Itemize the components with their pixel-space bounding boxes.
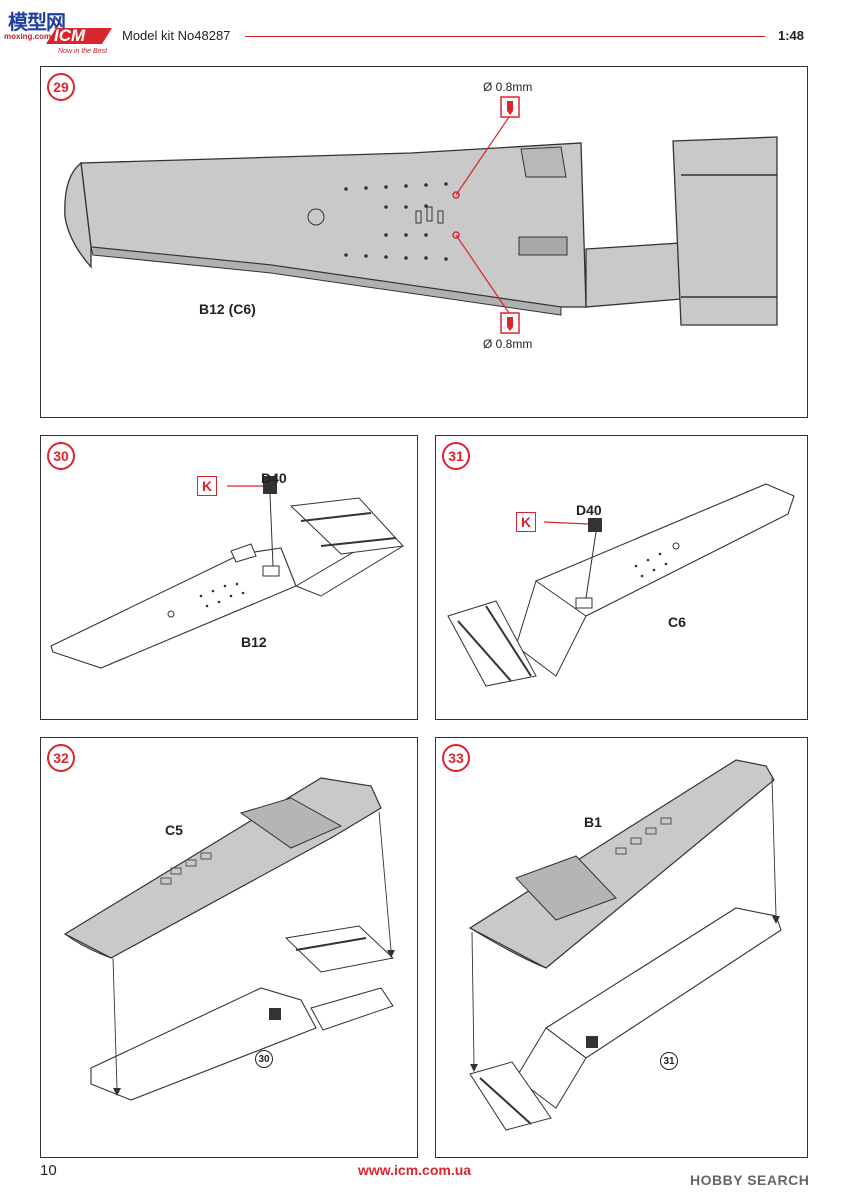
option-k-marker: K [197,476,217,496]
drill-bit-icon [500,312,520,334]
step-number-badge: 31 [442,442,470,470]
step-number-badge: 29 [47,73,75,101]
step-32-panel: 32 C5 30 [40,737,418,1158]
step-number-badge: 32 [47,744,75,772]
icm-logo-text: ICM [54,26,86,45]
drill-size-label: Ø 0.8mm [483,80,533,94]
header-rule [245,36,765,37]
part-label: C5 [165,822,183,838]
drill-bit-icon [500,96,520,118]
page-number: 10 [40,1162,57,1179]
kit-scale: 1:48 [778,28,805,43]
step-31-panel: 31 K D40 C6 [435,435,808,720]
step-31-drawing [447,483,795,687]
site-logo-url: moxing.com [4,32,52,41]
part-label: D40 [261,470,287,486]
step-33-drawing [468,759,782,1131]
site-logo-cn: 模型网 [8,12,66,34]
step-29-drawing [64,96,778,334]
part-label: B12 (C6) [199,301,256,317]
icm-tagline: Now in the Best [58,48,108,55]
step-reference: 30 [255,1050,273,1068]
step-29-panel: 29 B12 (C6) Ø 0.8mm Ø 0.8mm [40,66,808,418]
part-label: B12 [241,634,267,650]
step-number-badge: 30 [47,442,75,470]
hobby-search-watermark: HOBBY SEARCH [690,1172,810,1188]
part-label: B1 [584,814,602,830]
step-32-drawing [63,777,395,1101]
step-30-drawing [50,476,405,669]
icm-logo-badge-icon [46,28,112,44]
part-label: C6 [668,614,686,630]
step-30-panel: 30 K D40 B12 [40,435,418,720]
part-label: D40 [576,502,602,518]
page-header: 模型网 moxing.com ICM Now in the Best Model… [0,0,848,60]
step-33-panel: 33 B1 31 [435,737,808,1158]
kit-title: Model kit No48287 [122,28,231,43]
option-k-marker: K [516,512,536,532]
icm-logo: ICM [44,26,114,46]
website-link[interactable]: www.icm.com.ua [358,1162,472,1178]
step-reference: 31 [660,1052,678,1070]
step-number-badge: 33 [442,744,470,772]
drill-size-label: Ø 0.8mm [483,337,533,351]
